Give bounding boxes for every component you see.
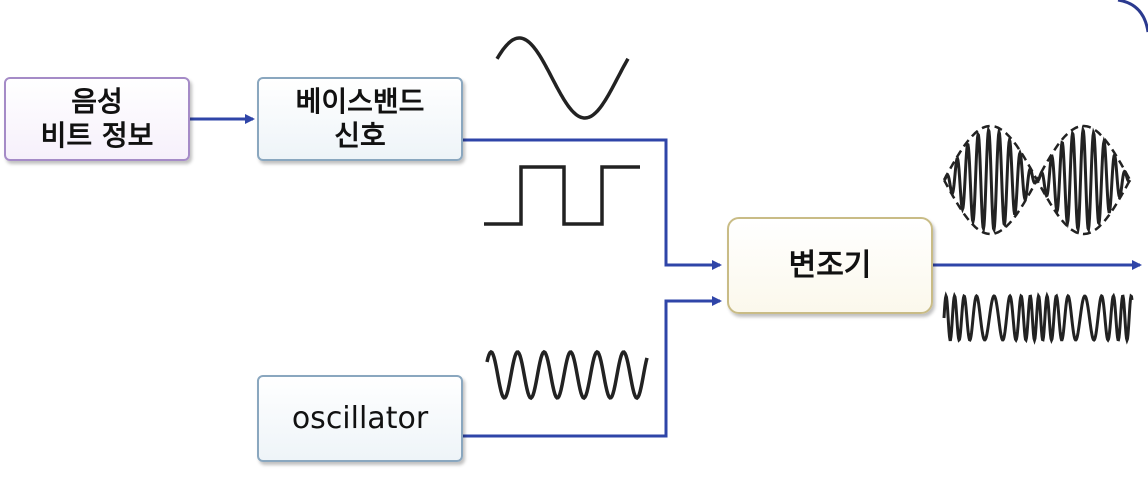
slide-border-curve <box>1117 0 1148 33</box>
oscillator-block: oscillator <box>257 375 463 462</box>
modulator-block: 변조기 <box>727 217 933 314</box>
arrow-baseband-to-modulator <box>463 138 722 270</box>
voice-bit-info-label: 음성 비트 정보 <box>40 85 154 152</box>
baseband-signal-label: 베이스밴드 신호 <box>295 85 425 152</box>
digital-square-waveform <box>484 165 640 226</box>
arrow-oscillator-to-modulator <box>463 296 722 438</box>
baseband-signal-block: 베이스밴드 신호 <box>257 77 463 161</box>
modulator-label: 변조기 <box>788 247 872 283</box>
oscillator-label: oscillator <box>291 400 429 436</box>
fm-modulated-waveform <box>942 291 1134 345</box>
carrier-waveform <box>485 349 649 401</box>
analog-sine-waveform <box>495 36 630 120</box>
voice-bit-info-block: 음성 비트 정보 <box>4 77 190 161</box>
am-envelope-dashed <box>942 124 1132 236</box>
